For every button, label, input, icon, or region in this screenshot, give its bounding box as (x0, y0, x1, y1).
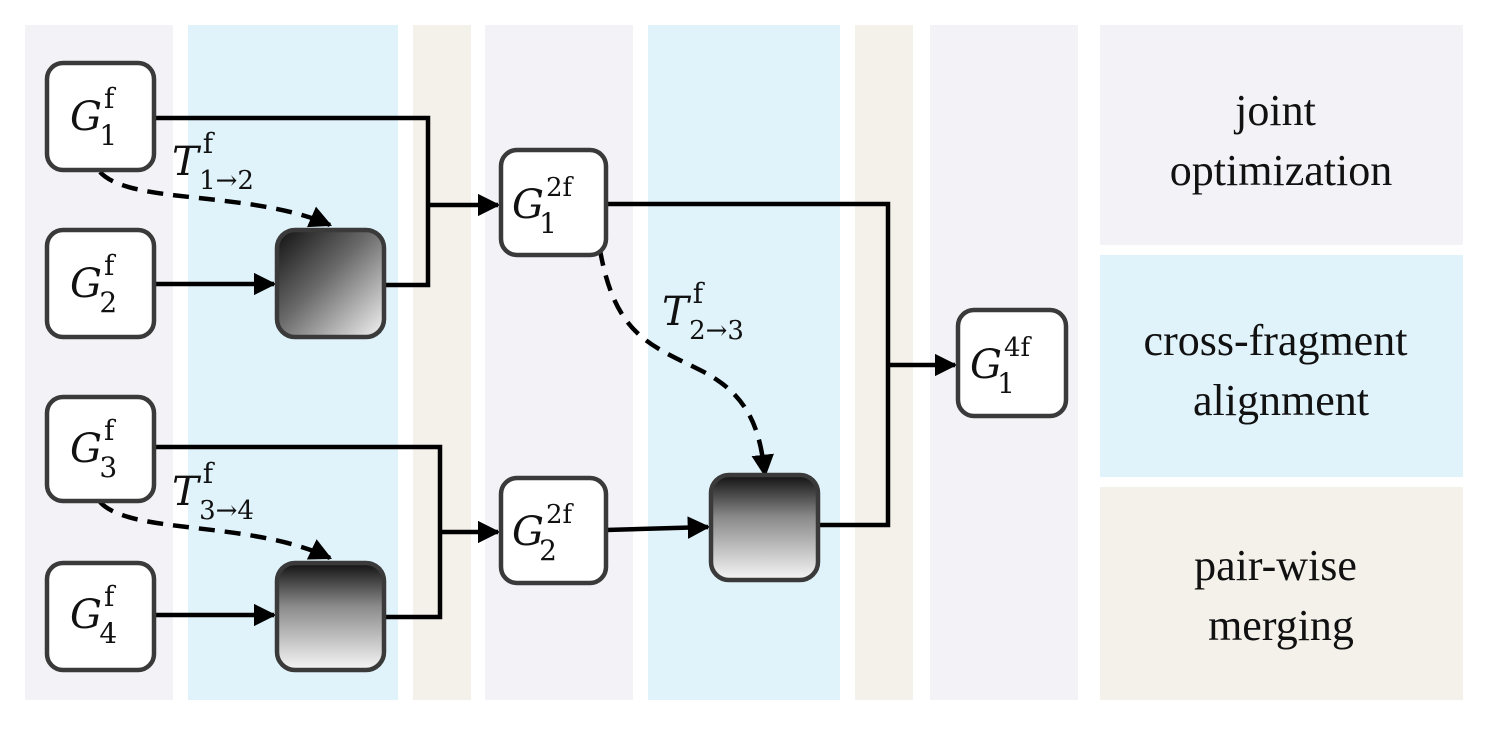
edge-g1f-to-merge1 (155, 115, 431, 205)
svg-text:Gf4: Gf4 (70, 580, 117, 650)
alignment-blocks (274, 227, 821, 673)
edge-align2-to-merge2 (385, 532, 443, 620)
legend: joint optimization cross-fragment alignm… (1100, 25, 1463, 700)
legend-pair-label: pair-wise merging (1194, 541, 1368, 650)
edge-g3f-to-merge2 (155, 444, 443, 532)
alignment-block-2 (274, 560, 387, 673)
stage-pair-2 (855, 25, 913, 700)
svg-text:Gf3: Gf3 (70, 414, 117, 484)
legend-joint-swatch (1100, 25, 1463, 245)
legend-cross-swatch (1100, 255, 1463, 477)
svg-text:Gf1: Gf1 (70, 82, 117, 152)
legend-pair-swatch (1100, 487, 1463, 700)
alignment-block-1 (274, 227, 387, 340)
edge-g1-2f-to-merge3 (606, 201, 891, 365)
alignment-block-3 (708, 472, 821, 583)
edge-align3-to-merge3 (820, 365, 891, 528)
transform-edges (98, 170, 774, 561)
edge-g2-2f-to-align3 (605, 516, 711, 539)
transform-edge-2-3 (597, 249, 774, 478)
legend-cross-label: cross-fragment alignment (1144, 316, 1419, 425)
edge-align1-to-merge1 (385, 205, 431, 288)
legend-joint-label: joint optimization (1170, 86, 1392, 195)
edges (155, 115, 958, 627)
stage-joint-2 (485, 25, 633, 700)
stage-backgrounds (25, 25, 1078, 700)
svg-text:Gf2: Gf2 (70, 249, 117, 319)
stage-cross-2 (648, 25, 840, 700)
